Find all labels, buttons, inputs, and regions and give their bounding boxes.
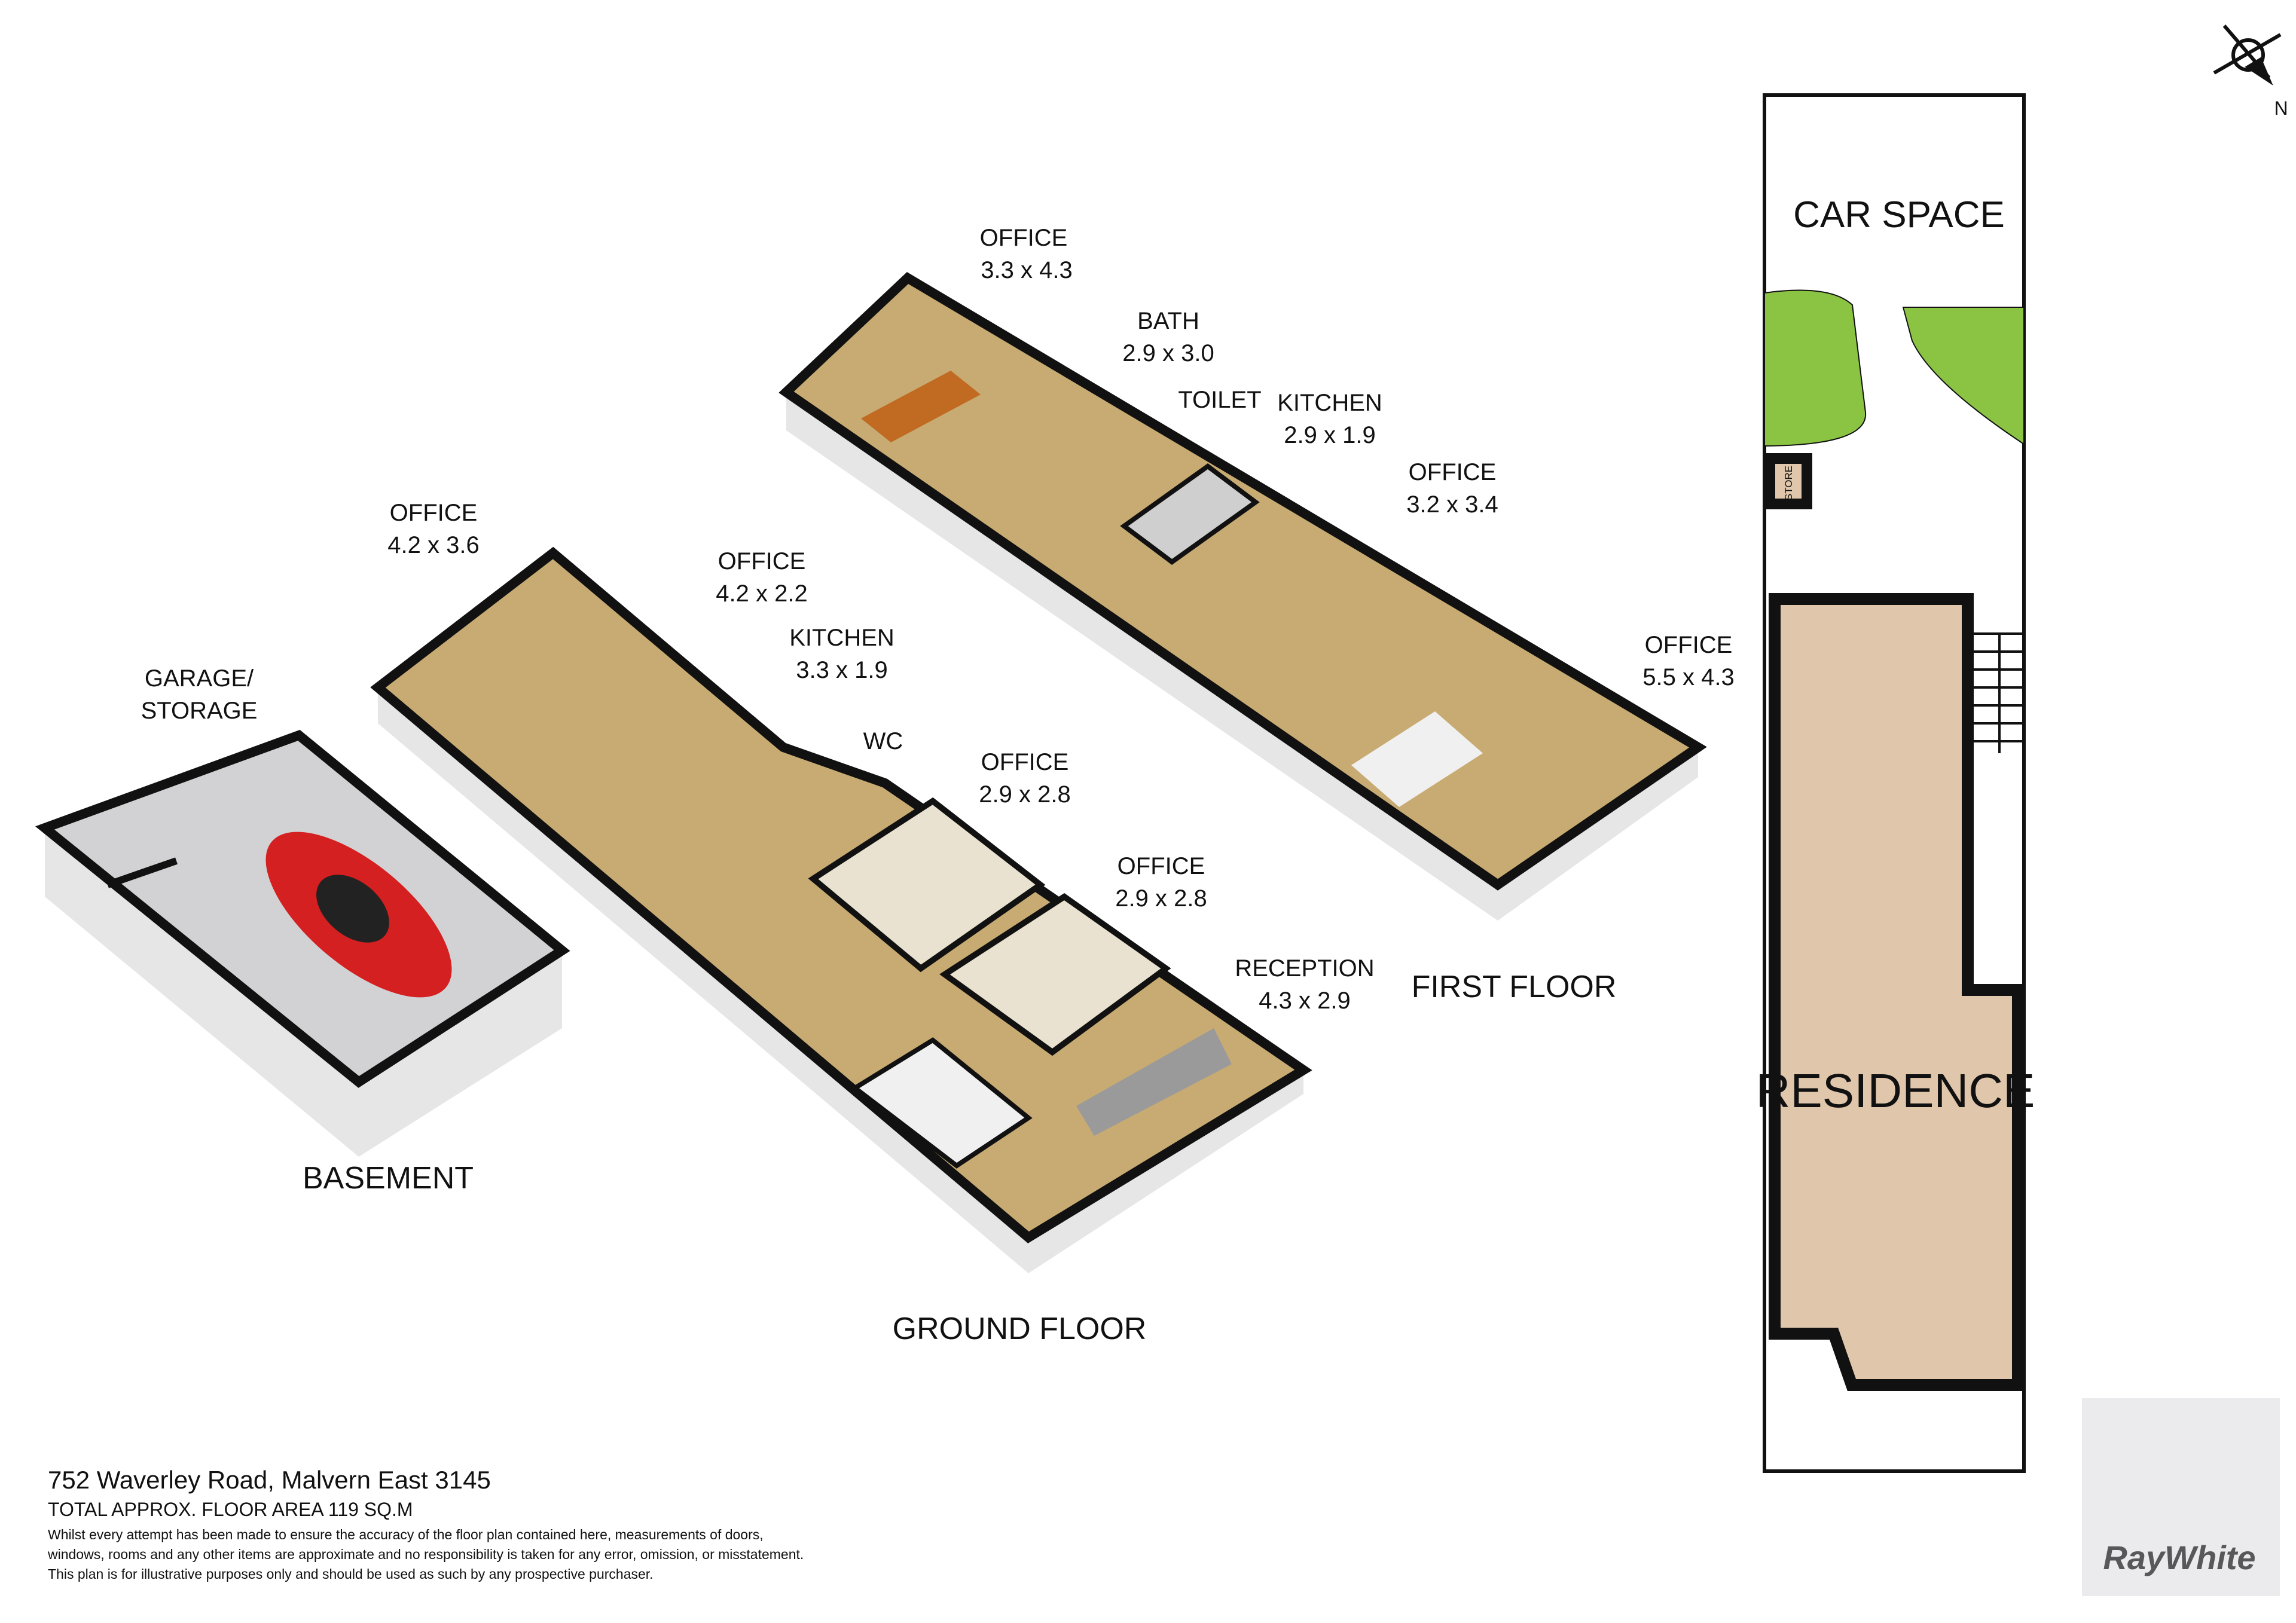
room-label: STORAGE [141, 698, 258, 724]
room-label: BATH [1137, 308, 1199, 334]
room-label: KITCHEN [1277, 390, 1382, 416]
residence-outline [1769, 593, 2024, 1391]
disclaimer-line: Whilst every attempt has been made to en… [48, 1527, 764, 1542]
first-floor-floor [778, 272, 1707, 891]
floor-title-ground: GROUND FLOOR [893, 1312, 1147, 1346]
logo-box [2082, 1398, 2280, 1596]
room-label: KITCHEN [789, 625, 894, 651]
car-space-label: CAR SPACE [1793, 194, 2005, 236]
stairs-icon [1974, 632, 2024, 753]
room-label: RECEPTION [1235, 955, 1374, 982]
room-dimensions: 2.9 x 1.9 [1284, 422, 1375, 448]
meeting-table [1351, 711, 1483, 807]
address: 752 Waverley Road, Malvern East 3145 [48, 1466, 491, 1494]
garden-left [1764, 289, 1867, 447]
room-label: OFFICE [981, 749, 1069, 775]
disclaimer-line: This plan is for illustrative purposes o… [48, 1566, 654, 1582]
room-labels: OFFICE 3.3 x 4.3 BATH 2.9 x 3.0 TOILET K… [141, 225, 1735, 1014]
room-label: OFFICE [718, 548, 806, 574]
room-label: WC [863, 728, 903, 754]
room-label: TOILET [1178, 387, 1261, 413]
room-dimensions: 3.2 x 3.4 [1406, 491, 1498, 518]
room-dimensions: 4.2 x 3.6 [387, 532, 479, 558]
room-label: OFFICE [1409, 459, 1497, 485]
north-compass-icon [2213, 25, 2282, 85]
table [861, 371, 981, 442]
room-dimensions: 2.9 x 2.8 [1115, 885, 1207, 912]
first-floor-plan [778, 272, 1707, 921]
room-label: OFFICE [1118, 853, 1205, 879]
room-label: GARAGE/ [145, 665, 254, 692]
room-dimensions: 3.3 x 1.9 [796, 657, 887, 683]
store-room [1764, 453, 1812, 509]
staircase [850, 1037, 1033, 1169]
basement-plan [35, 729, 570, 1157]
room-label: OFFICE [390, 500, 478, 526]
room-dimensions: 2.9 x 3.0 [1122, 340, 1214, 366]
room-label: OFFICE [980, 225, 1068, 251]
room-dimensions: 5.5 x 4.3 [1642, 664, 1734, 690]
basement-wall [106, 857, 178, 888]
garden-right [1902, 307, 2025, 445]
reception-desk [1076, 1028, 1232, 1136]
kitchen-area [1120, 463, 1260, 565]
floor-title-first: FIRST FLOOR [1412, 970, 1617, 1004]
disclaimer-line: windows, rooms and any other items are a… [47, 1546, 804, 1562]
room-dimensions: 2.9 x 2.8 [979, 781, 1070, 808]
store-label: STORE [1783, 466, 1794, 500]
site-plan: CAR SPACE STORE RESIDENCE [1756, 93, 2035, 1473]
north-label: N [2274, 97, 2288, 119]
ground-floor-plan [370, 546, 1312, 1273]
room-dimensions: 4.3 x 2.9 [1259, 988, 1350, 1014]
raywhite-logo: RayWhite [2103, 1539, 2255, 1576]
floor-title-basement: BASEMENT [303, 1161, 474, 1196]
red-car-icon [265, 832, 452, 998]
room-label: OFFICE [1645, 632, 1733, 658]
office-pod [939, 893, 1171, 1056]
room-dimensions: 3.3 x 4.3 [981, 257, 1072, 283]
residence-label: RESIDENCE [1756, 1064, 2035, 1117]
office-pod [808, 797, 1046, 973]
total-floor-area: TOTAL APPROX. FLOOR AREA 119 SQ.M [48, 1499, 413, 1520]
room-dimensions: 4.2 x 2.2 [716, 580, 807, 607]
